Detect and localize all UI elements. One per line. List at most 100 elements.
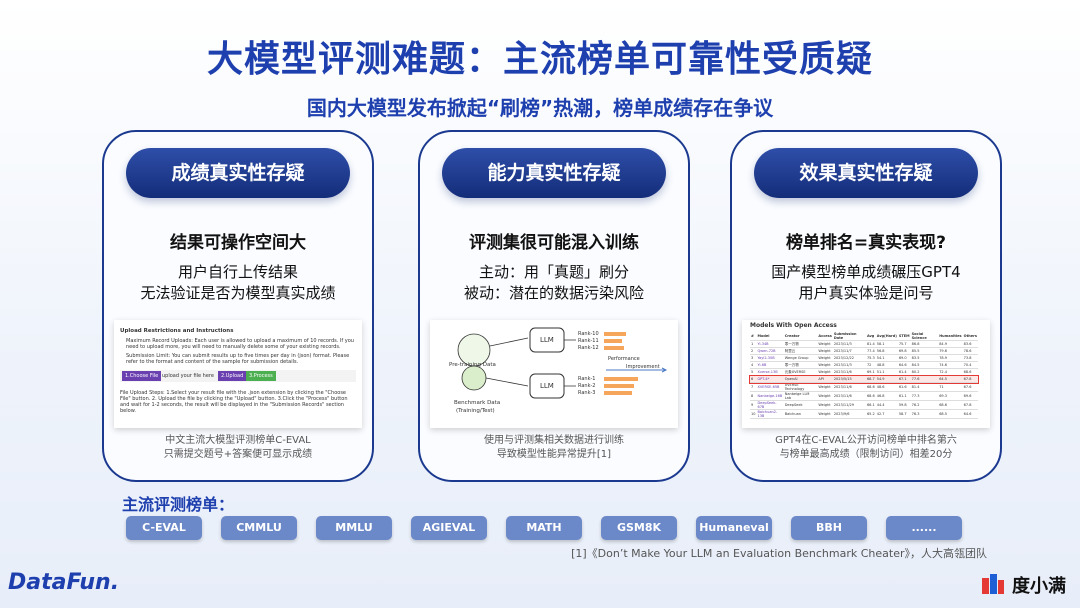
table-header-cell: Submission Date bbox=[832, 332, 866, 341]
table-cell: 77.4 bbox=[865, 347, 876, 355]
table-cell: 68.6 bbox=[962, 368, 978, 376]
table-cell: 69.1 bbox=[865, 368, 876, 376]
table-cell: 70.4 bbox=[962, 361, 978, 369]
table-cell: 73.8 bbox=[962, 354, 978, 362]
table-cell: 75.3 bbox=[865, 354, 876, 362]
table-cell: 10 bbox=[750, 409, 757, 419]
table-cell: 2023/11/3 bbox=[832, 340, 866, 348]
card-caption: 使用与评测集相关数据进行训练 导致模型性能异常提升[1] bbox=[420, 434, 688, 462]
table-cell: 61.1 bbox=[897, 391, 911, 401]
table-cell: 44.4 bbox=[875, 400, 898, 410]
rank-label: Rank-10 bbox=[578, 331, 599, 337]
table-cell: 8 bbox=[750, 391, 757, 401]
table-cell: Weight bbox=[817, 347, 833, 355]
duxiaoman-logo: 度小满 bbox=[1012, 576, 1066, 597]
table-cell: 68.5 bbox=[938, 409, 963, 419]
table-cell: Weight bbox=[817, 400, 833, 410]
card-heading: 评测集很可能混入训练 bbox=[469, 233, 639, 253]
table-cell: 77.6 bbox=[910, 375, 939, 383]
reference-note: [1]《Don’t Make Your LLM an Evaluation Be… bbox=[571, 547, 987, 560]
table-cell: 66.1 bbox=[865, 400, 876, 410]
table-cell: Weight bbox=[817, 409, 833, 419]
table-cell: 58.7 bbox=[897, 409, 911, 419]
table-cell: 零一万物 bbox=[783, 361, 818, 369]
diagram-svg bbox=[457, 327, 668, 399]
card-line: 国产模型榜单成绩碾压GPT4 bbox=[771, 263, 961, 281]
leaderboard-tag: MMLU bbox=[316, 516, 392, 540]
table-cell: 83.5 bbox=[910, 354, 939, 362]
table-cell: 64.5 bbox=[938, 375, 963, 383]
table-cell: 85.5 bbox=[910, 347, 939, 355]
table-cell: 78.6 bbox=[962, 347, 978, 355]
table-cell: OpenAI bbox=[783, 375, 818, 383]
table-cell: 4 bbox=[750, 361, 757, 369]
table-header-cell: Social Science bbox=[910, 332, 939, 341]
card-line: 无法验证是否为模型真实成绩 bbox=[140, 284, 336, 302]
file-placeholder: upload your file here bbox=[162, 373, 214, 379]
table-cell: 2023/9/6 bbox=[832, 409, 866, 419]
table-header-cell: Humanities bbox=[938, 332, 963, 341]
leaderboard-tag: C-EVAL bbox=[126, 516, 202, 540]
table-cell: 54.1 bbox=[875, 354, 898, 362]
table-cell: 61.6 bbox=[897, 382, 911, 392]
shot-bullet: Maximum Record Uploads: Each user is all… bbox=[126, 338, 354, 350]
table-cell: 69.3 bbox=[938, 391, 963, 401]
upload-button[interactable]: 2.Upload bbox=[218, 371, 247, 381]
table-header-cell: Model bbox=[756, 332, 784, 341]
table-header-cell: # bbox=[750, 332, 757, 341]
shot-steps: File Upload Steps: 1.Select your result … bbox=[120, 390, 348, 414]
card-heading: 结果可操作空间大 bbox=[170, 233, 306, 253]
process-button[interactable]: 3.Process bbox=[246, 371, 276, 381]
table-cell: 81.4 bbox=[910, 382, 939, 392]
table-cell: 61.4 bbox=[897, 368, 911, 376]
leaderboard-tag: AGIEVAL bbox=[411, 516, 487, 540]
caption-line: GPT4在C-EVAL公开访问榜单中排名第六 bbox=[775, 435, 957, 446]
table-cell: 86.8 bbox=[910, 340, 939, 348]
caption-line: 只需提交题号+答案便可显示成绩 bbox=[163, 449, 313, 460]
table-cell: Yi-34B bbox=[756, 340, 784, 348]
table-cell: 68.6 bbox=[865, 391, 876, 401]
table-cell: 9 bbox=[750, 400, 757, 410]
table-cell: 75.7 bbox=[897, 340, 911, 348]
table-cell: 6 bbox=[750, 375, 757, 383]
table-cell: 67.8 bbox=[962, 400, 978, 410]
table-cell: 2023/11/6 bbox=[832, 368, 866, 376]
table-cell: 42.7 bbox=[875, 409, 898, 419]
table-cell: Nanbeige-16B bbox=[756, 391, 784, 401]
bench-label: Benchmark Data bbox=[454, 400, 501, 406]
table-cell: 67.1 bbox=[897, 375, 911, 383]
table-cell: Weight bbox=[817, 361, 833, 369]
card-line: 被动：潜在的数据污染风险 bbox=[463, 284, 644, 302]
table-cell: Baichuan bbox=[783, 409, 818, 419]
table-cell: 54.9 bbox=[875, 375, 898, 383]
rank-label: Rank-2 bbox=[578, 383, 596, 389]
table-cell: 71 bbox=[938, 382, 963, 392]
ceval-upload-screenshot: Upload Restrictions and Instructions Max… bbox=[114, 320, 362, 428]
page-title: 大模型评测难题：主流榜单可靠性受质疑 bbox=[206, 39, 873, 80]
leaderboard-tag: ...... bbox=[886, 516, 962, 540]
table-cell: 68.6 bbox=[938, 400, 963, 410]
table-cell: XVERSE-65B bbox=[756, 382, 784, 392]
table-cell: DeepSeek bbox=[783, 400, 818, 410]
table-cell: Yi-6B bbox=[756, 361, 784, 369]
leaderboard-tag: MATH bbox=[506, 516, 582, 540]
table-cell: Baichuan2-13B bbox=[756, 409, 784, 419]
card-line: 主动：用「真题」刷分 bbox=[478, 263, 629, 281]
table-cell: 77.3 bbox=[910, 391, 939, 401]
table-cell: 2023/11/6 bbox=[832, 391, 866, 401]
table-cell: 84.9 bbox=[938, 340, 963, 348]
duxiaoman-logo-icon bbox=[982, 574, 1004, 594]
llm-box-top: LLM bbox=[540, 336, 554, 344]
table-cell: 84.5 bbox=[910, 361, 939, 369]
choose-file-button[interactable]: 1.Choose File bbox=[122, 371, 162, 381]
bench-label-2: (Training/Test) bbox=[456, 408, 495, 414]
